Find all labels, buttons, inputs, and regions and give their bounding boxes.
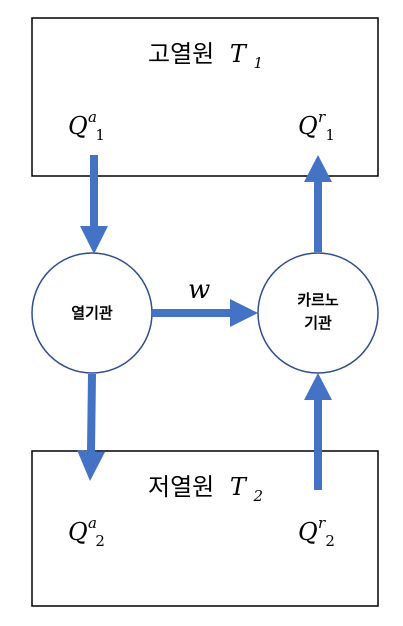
cold-heat-right-label: Q 2 — [298, 518, 335, 550]
arrow-carnot-to-hot-head — [304, 155, 332, 182]
hot-heat-right-label: Q 1 — [298, 112, 335, 144]
hot-temp-symbol: T — [230, 40, 248, 68]
cold-reservoir-label: 저열원 — [148, 473, 214, 501]
arrow-hot-to-engine-head — [80, 226, 108, 254]
cold-temp-sub: 2 — [253, 487, 264, 505]
arrow-engine-to-cold-shaft — [87, 373, 96, 453]
hot-reservoir-title: 고열원 T 1 — [148, 40, 263, 72]
cold-heat-left-sup: a — [88, 514, 97, 532]
hot-heat-right-sub: 1 — [325, 126, 335, 144]
cold-heat-right-sup: r — [318, 514, 326, 532]
cold-heat-left-sub: 2 — [95, 532, 105, 550]
cold-heat-right-sub: 2 — [325, 532, 335, 550]
hot-heat-right-symbol: Q — [298, 112, 318, 140]
cold-heat-right-symbol: Q — [298, 518, 318, 546]
hot-reservoir-box — [31, 17, 379, 177]
carnot-engine-label-line2: 기관 — [304, 314, 332, 332]
carnot-engine-circle — [257, 252, 379, 374]
hot-heat-left-label: Q 1 — [68, 112, 105, 144]
hot-temp-sub: 1 — [254, 54, 264, 72]
hot-heat-left-symbol: Q — [68, 112, 88, 140]
cold-heat-left-symbol: Q — [68, 518, 88, 546]
arrow-cold-to-carnot-head — [304, 373, 332, 400]
cold-temp-symbol: T — [230, 473, 248, 501]
heat-engine-label: 열기관 — [71, 304, 113, 322]
work-label: w — [188, 275, 210, 305]
hot-heat-left-sup: a — [88, 108, 97, 126]
arrow-engine-to-cold-head — [77, 450, 105, 481]
hot-heat-right-sup: r — [318, 108, 326, 126]
cold-heat-left-label: Q 2 — [68, 518, 105, 550]
arrow-work-head — [230, 299, 258, 327]
hot-reservoir-label: 고열원 — [148, 40, 214, 68]
carnot-engine-label-line1: 카르노 — [297, 291, 339, 309]
cold-reservoir-title: 저열원 T 2 — [148, 473, 263, 505]
hot-heat-left-sub: 1 — [95, 126, 105, 144]
